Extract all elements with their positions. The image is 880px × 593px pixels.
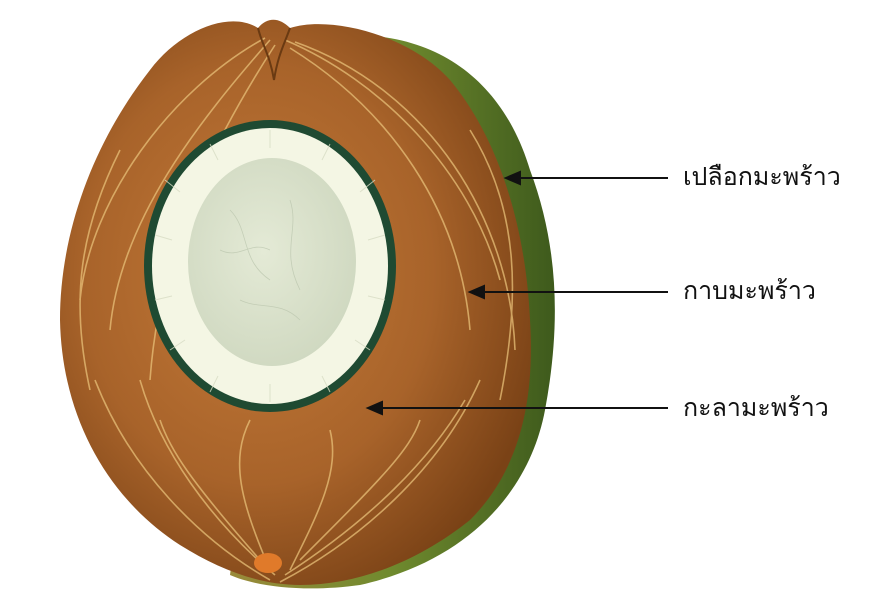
coconut-water <box>188 158 356 366</box>
label-kernel: กะลามะพร้าว <box>683 395 829 420</box>
husk-bottom-tip <box>254 553 282 573</box>
label-husk: เปลือกมะพร้าว <box>683 164 841 189</box>
label-shell: กาบมะพร้าว <box>683 278 816 303</box>
